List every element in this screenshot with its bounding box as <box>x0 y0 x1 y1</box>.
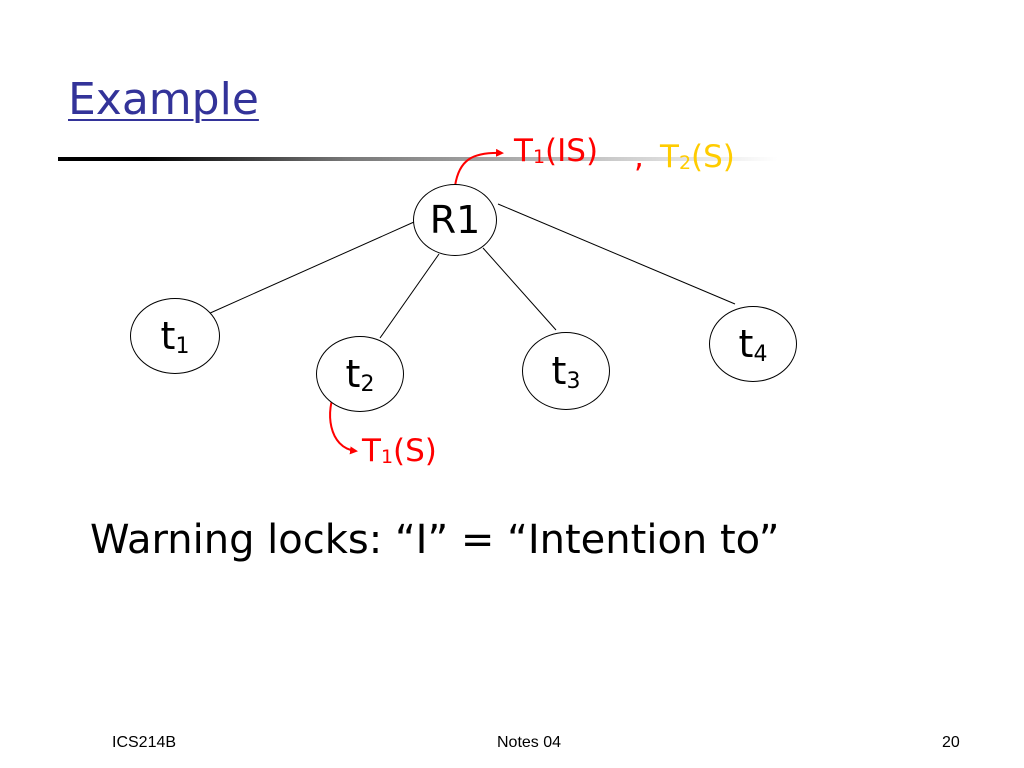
footer-course: ICS214B <box>112 734 177 751</box>
slide-title: Example <box>68 74 259 125</box>
lock-arrow-root <box>454 148 504 187</box>
child-node-t2-label: t2 <box>345 352 375 397</box>
child-node-t3-label: t3 <box>551 349 581 394</box>
title-divider <box>58 157 778 161</box>
child-node-t1-label: t1 <box>160 314 190 359</box>
root-node-r1: R1 <box>413 184 497 256</box>
lock-separator: , <box>634 139 644 175</box>
footer-page-number: 20 <box>942 734 960 751</box>
child-node-t2: t2 <box>316 336 404 412</box>
footer-notes: Notes 04 <box>497 734 562 751</box>
edge-r1-t3 <box>482 247 557 331</box>
root-node-label: R1 <box>429 198 481 242</box>
child-node-t3: t3 <box>522 332 610 410</box>
edge-r1-t2 <box>379 253 440 339</box>
edge-r1-t4 <box>497 203 736 305</box>
edge-r1-t1 <box>207 221 415 315</box>
lock-label-root-t1: T1(IS) <box>514 133 599 169</box>
child-node-t1: t1 <box>130 298 220 374</box>
lock-label-root-t2: T2(S) <box>660 139 735 175</box>
child-node-t4-label: t4 <box>738 322 768 367</box>
child-node-t4: t4 <box>709 306 797 382</box>
warning-locks-statement: Warning locks: “I” = “Intention to” <box>90 517 780 563</box>
lock-label-t2: T1(S) <box>362 433 437 469</box>
